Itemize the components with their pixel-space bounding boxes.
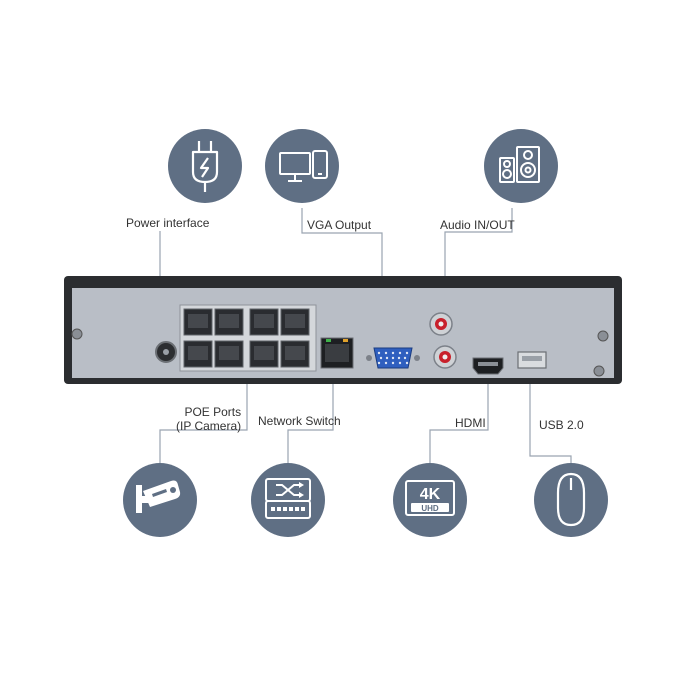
power-jack-pin: [163, 349, 169, 355]
lan-port-opening: [325, 344, 349, 362]
network-switch-icon: [265, 478, 311, 519]
poe-port-opening-5: [188, 346, 208, 360]
lan-led-green: [326, 339, 331, 342]
poe-port-opening-4: [285, 314, 305, 328]
screw-right: [597, 330, 609, 342]
poe-ports-label: POE Ports (IP Camera): [176, 405, 242, 433]
vga-pin-13: [391, 361, 395, 365]
poe-port-opening-2: [219, 314, 239, 328]
usb-callout-line: [529, 372, 572, 463]
hdmi-icon-badge: 4K UHD: [393, 463, 467, 537]
hdmi-callout-line: [429, 372, 489, 463]
audio-out-jack-hole: [438, 321, 444, 327]
network-callout-line: [287, 366, 334, 463]
vga-pin-15: [405, 361, 409, 365]
vga-pin-4: [398, 351, 402, 355]
audio-in-out-label: Audio IN/OUT: [440, 218, 515, 232]
vga-pin-6: [379, 356, 383, 360]
poe-icon-badge: [123, 463, 197, 537]
security-camera-icon: [136, 480, 181, 513]
usb-icon-badge: [534, 463, 608, 537]
poe-port-opening-8: [285, 346, 305, 360]
monitor-phone-icon: [279, 150, 328, 182]
poe-port-opening-3: [254, 314, 274, 328]
poe-port-opening-6: [219, 346, 239, 360]
vga-pin-3: [391, 351, 395, 355]
switch-port-dot-6: [301, 507, 305, 511]
screw-ground: [593, 365, 605, 377]
vga-pin-1: [377, 351, 381, 355]
vga-pin-10: [403, 356, 407, 360]
nvr-device: [64, 276, 622, 384]
audio-in-jack-hole: [442, 354, 448, 360]
vga-pin-11: [377, 361, 381, 365]
switch-port-dot-1: [271, 507, 275, 511]
switch-port-dot-4: [289, 507, 293, 511]
power-interface-label: Power interface: [126, 216, 210, 230]
mouse-icon: [556, 472, 586, 527]
vga-pin-7: [385, 356, 389, 360]
vga-screw-left: [366, 355, 372, 361]
switch-port-dots: [271, 507, 305, 511]
poe-callout-line: [159, 370, 248, 463]
network-switch-label: Network Switch: [258, 414, 341, 428]
usb-label: USB 2.0: [539, 418, 584, 432]
poe-port-opening-1: [188, 314, 208, 328]
switch-port-dot-2: [277, 507, 281, 511]
screw-left: [71, 328, 83, 340]
vga-output-label: VGA Output: [307, 218, 372, 232]
vga-pin-5: [405, 351, 409, 355]
hdmi-label: HDMI: [455, 416, 486, 430]
vga-pin-2: [384, 351, 388, 355]
4k-uhd-icon: 4K UHD: [405, 480, 455, 516]
audio-icon-badge: [484, 129, 558, 203]
audio-callout-line: [444, 208, 513, 316]
vga-pins: [377, 351, 409, 365]
vga-pin-14: [398, 361, 402, 365]
poe-port-block: [179, 304, 317, 372]
vga-screw-right: [414, 355, 420, 361]
speaker-icon: [499, 146, 540, 183]
vga-output-icon-badge: [265, 129, 339, 203]
power-plug-icon: [191, 141, 219, 192]
usb-port-tongue: [522, 356, 542, 361]
hdmi-port-contacts: [478, 362, 498, 366]
uhd-badge-text: UHD: [421, 504, 439, 513]
lan-led-amber: [343, 339, 348, 342]
4k-badge-text: 4K: [420, 486, 441, 503]
network-switch-icon-badge: [251, 463, 325, 537]
switch-port-dot-3: [283, 507, 287, 511]
poe-port-opening-7: [254, 346, 274, 360]
power-interface-icon-badge: [168, 129, 242, 203]
vga-pin-12: [384, 361, 388, 365]
vga-pin-8: [391, 356, 395, 360]
vga-pin-9: [397, 356, 401, 360]
switch-port-dot-5: [295, 507, 299, 511]
